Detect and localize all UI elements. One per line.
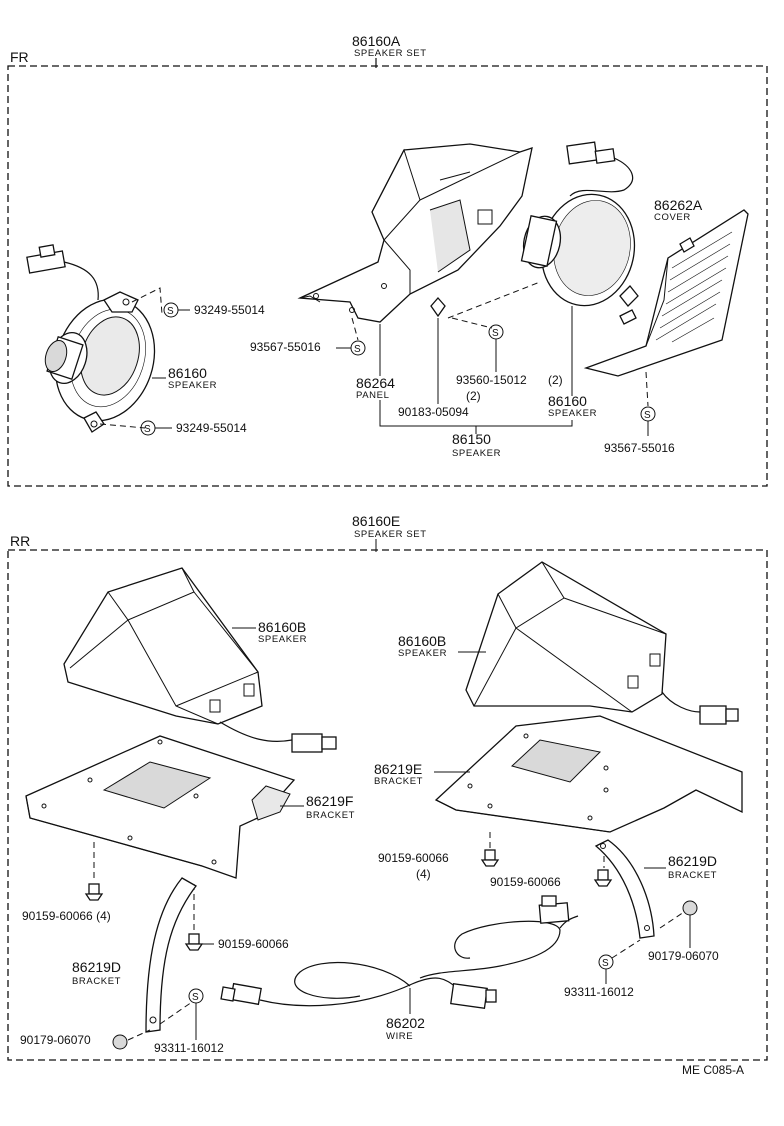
rear-bracket-e-name: BRACKET — [374, 776, 423, 787]
rear-bracket-d-left-number: 86219D — [72, 959, 121, 975]
front-screw-panel: 93567-55016 — [250, 340, 321, 354]
rear-bracket-d-right-name: BRACKET — [668, 870, 717, 881]
bolt-icon — [593, 869, 613, 887]
rear-left-speaker — [63, 567, 337, 753]
rear-right-strap — [594, 839, 655, 939]
front-nut-qty: (2) — [466, 389, 481, 403]
bolt-icon — [480, 849, 500, 867]
rear-right-speaker — [465, 561, 739, 725]
front-section: FR 86160A SPEAKER SET — [7, 33, 768, 487]
front-speaker-assy-name: SPEAKER — [452, 448, 501, 459]
front-section-label: FR — [10, 49, 29, 65]
svg-text:S: S — [644, 410, 651, 421]
front-speaker-assy-number: 86150 — [452, 431, 491, 447]
rear-section-label: RR — [10, 533, 30, 549]
rear-wire — [220, 895, 579, 1010]
front-frame — [7, 65, 768, 487]
screw-icon: S — [163, 302, 190, 318]
rear-screw-left: 93311-16012 — [154, 1041, 224, 1055]
screw-icon: S — [640, 406, 656, 436]
screw-icon: S — [140, 420, 172, 436]
rear-nut-left: 90179-06070 — [20, 1033, 91, 1047]
front-left-speaker-name: SPEAKER — [168, 380, 217, 391]
screw-icon: S — [350, 340, 366, 356]
rear-bracket-d-right-number: 86219D — [668, 853, 717, 869]
rear-bolt-right-a-qty: (4) — [416, 867, 431, 881]
rear-bracket-e-number: 86219E — [374, 761, 422, 777]
svg-text:S: S — [192, 992, 199, 1003]
rear-screw-right: 93311-16012 — [564, 985, 634, 999]
bolt-icon — [184, 933, 204, 951]
rear-set-name: SPEAKER SET — [354, 529, 427, 540]
rear-right-bracket — [434, 715, 743, 833]
screw-icon: S — [598, 954, 614, 984]
front-right-speaker-number: 86160 — [548, 393, 587, 409]
rear-set-number: 86160E — [352, 513, 400, 529]
footer-code: ME C085-A — [682, 1063, 744, 1077]
front-set-name: SPEAKER SET — [354, 48, 427, 59]
front-cover — [583, 209, 749, 377]
front-left-speaker — [26, 244, 163, 433]
rear-nut-right: 90179-06070 — [648, 949, 719, 963]
rear-left-strap — [145, 877, 197, 1033]
rear-bolt-right-a: 90159-60066 — [378, 851, 449, 865]
rear-frame — [7, 549, 768, 1061]
svg-text:S: S — [602, 958, 609, 969]
front-panel — [297, 143, 533, 323]
rear-bolt-left: 90159-60066 — [218, 937, 289, 951]
front-left-speaker-number: 86160 — [168, 365, 207, 381]
front-nut-9018: 90183-05094 — [398, 405, 469, 419]
rear-bracket-f-name: BRACKET — [306, 810, 355, 821]
front-cover-number: 86262A — [654, 197, 703, 213]
front-screw-93560: 93560-15012 — [456, 373, 527, 387]
svg-text:S: S — [144, 424, 151, 435]
svg-text:S: S — [492, 328, 499, 339]
screw-icon: S — [188, 988, 204, 1040]
svg-text:S: S — [167, 306, 174, 317]
front-panel-name: PANEL — [356, 390, 389, 401]
svg-text:S: S — [354, 344, 361, 355]
front-panel-number: 86264 — [356, 375, 395, 391]
rear-left-speaker-name: SPEAKER — [258, 634, 307, 645]
nut-icon — [112, 1034, 128, 1050]
nut-icon — [682, 900, 698, 916]
rear-wire-number: 86202 — [386, 1015, 425, 1031]
rear-right-speaker-name: SPEAKER — [398, 648, 447, 659]
rear-right-speaker-number: 86160B — [398, 633, 446, 649]
front-cover-name: COVER — [654, 212, 691, 223]
rear-bracket-f-number: 86219F — [306, 793, 353, 809]
front-screw-bottom-left: 93249-55014 — [176, 421, 247, 435]
bolt-icon — [84, 883, 104, 901]
front-right-speaker — [520, 141, 639, 307]
rear-wire-name: WIRE — [386, 1031, 413, 1042]
front-right-speaker-name: SPEAKER — [548, 408, 597, 419]
rear-bracket-d-left-name: BRACKET — [72, 976, 121, 987]
front-screw-cover: 93567-55016 — [604, 441, 675, 455]
front-set-number: 86160A — [352, 33, 401, 49]
screw-icon: S — [488, 324, 504, 372]
rear-section: RR 86160E SPEAKER SET 86160B SPEAKER — [7, 513, 768, 1061]
rear-left-speaker-number: 86160B — [258, 619, 306, 635]
nut-icon — [430, 297, 446, 318]
rear-bolt-right-b: 90159-60066 — [490, 875, 561, 889]
front-screw-93560-qty: (2) — [548, 373, 563, 387]
front-screw-top-left: 93249-55014 — [194, 303, 265, 317]
rear-left-bracket — [25, 735, 296, 879]
rear-bolt-left-4: 90159-60066 (4) — [22, 909, 111, 923]
